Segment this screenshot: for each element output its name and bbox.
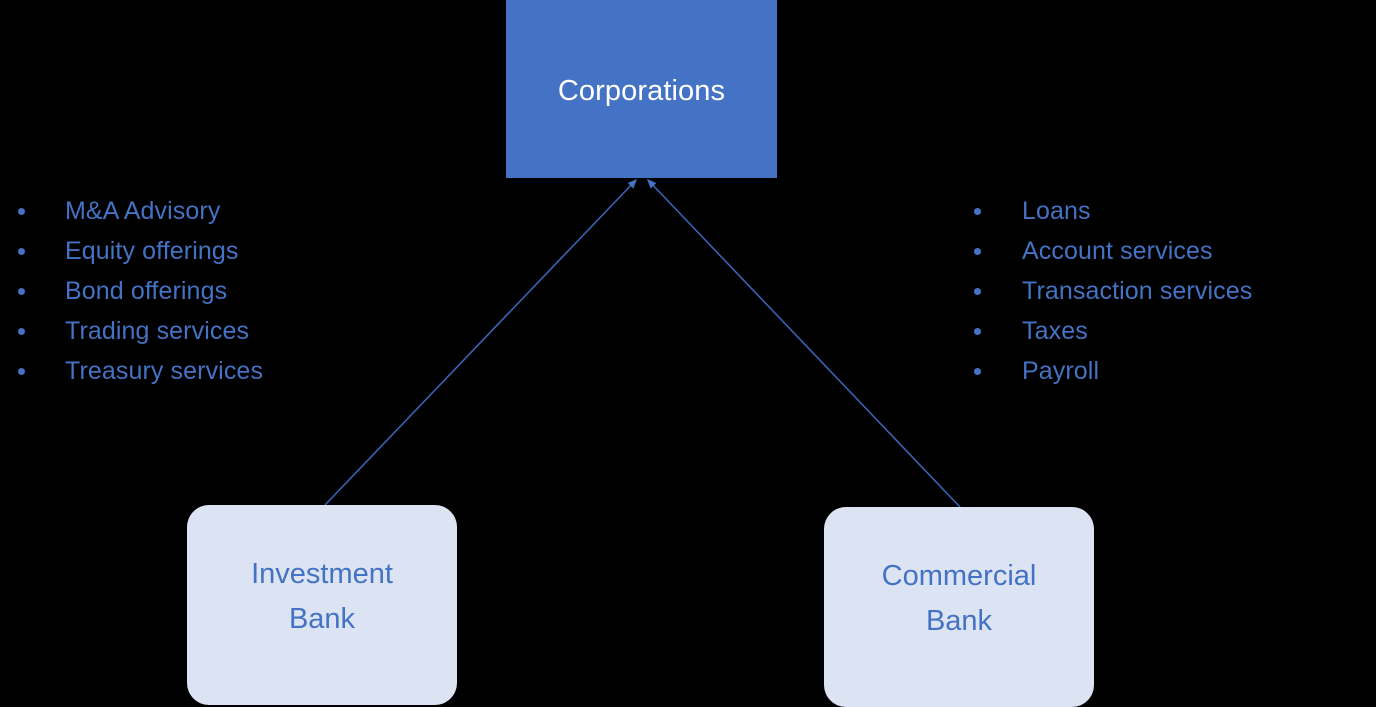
- list-item: Bond offerings: [0, 271, 470, 311]
- list-item-label: M&A Advisory: [65, 197, 221, 225]
- node-corporations[interactable]: Corporations: [506, 0, 777, 178]
- node-corporations-label: Corporations: [557, 74, 726, 107]
- list-item-label: Payroll: [1022, 357, 1100, 385]
- list-item-label: Transaction services: [1022, 277, 1253, 305]
- bullet-dot-icon: [974, 328, 981, 335]
- bullet-dot-icon: [18, 368, 25, 375]
- list-item: M&A Advisory: [0, 191, 470, 231]
- bullet-dot-icon: [18, 288, 25, 295]
- list-item: Trading services: [0, 311, 470, 351]
- list-item-label: Taxes: [1022, 317, 1088, 345]
- bullet-dot-icon: [18, 248, 25, 255]
- investment-services-list: M&A Advisory Equity offerings Bond offer…: [0, 191, 470, 391]
- list-item: Payroll: [956, 351, 1376, 391]
- list-item: Taxes: [956, 311, 1376, 351]
- bullet-dot-icon: [974, 368, 981, 375]
- list-item-label: Trading services: [65, 317, 250, 345]
- list-item-label: Treasury services: [65, 357, 264, 385]
- bullet-dot-icon: [18, 328, 25, 335]
- bullet-dot-icon: [974, 288, 981, 295]
- list-item-label: Bond offerings: [65, 277, 228, 305]
- bullet-dot-icon: [974, 208, 981, 215]
- list-item-label: Equity offerings: [65, 237, 239, 265]
- list-item: Transaction services: [956, 271, 1376, 311]
- node-commercial-bank-label-line1: Commercial: [881, 560, 1037, 592]
- commercial-services-list: Loans Account services Transaction servi…: [956, 191, 1376, 391]
- node-commercial-bank-label-line2: Bank: [925, 604, 993, 637]
- node-investment-bank-label-line2: Bank: [288, 602, 356, 635]
- list-item: Treasury services: [0, 351, 470, 391]
- node-investment-bank-label-line1: Investment: [251, 558, 393, 590]
- list-item-label: Account services: [1022, 237, 1213, 265]
- list-item: Equity offerings: [0, 231, 470, 271]
- connector-commercial-bank-to-corporations: [646, 178, 961, 508]
- bullet-dot-icon: [18, 208, 25, 215]
- list-item: Loans: [956, 191, 1376, 231]
- list-item-label: Loans: [1022, 197, 1091, 225]
- bullet-dot-icon: [974, 248, 981, 255]
- list-item: Account services: [956, 231, 1376, 271]
